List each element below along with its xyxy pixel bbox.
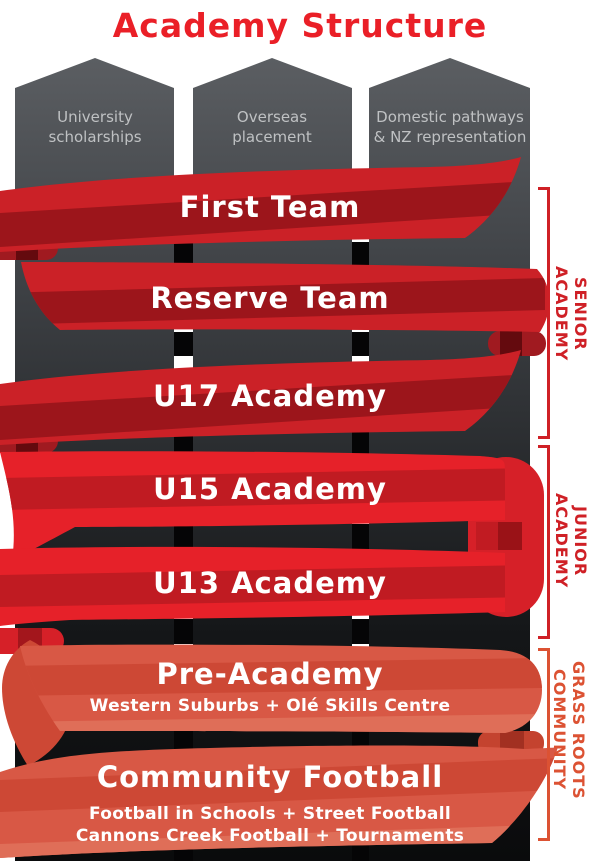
band-title-pre-academy: Pre-Academy bbox=[156, 657, 384, 691]
section-label-senior-academy: SENIOR ACADEMY bbox=[552, 266, 590, 362]
band-subtitle-community-1: Football in Schools + Street Football bbox=[89, 804, 451, 824]
band-title-u13-academy: U13 Academy bbox=[153, 566, 387, 600]
ribbon-band-u15-academy bbox=[0, 451, 505, 560]
band-title-community-football: Community Football bbox=[96, 760, 444, 794]
bracket-grass-roots bbox=[538, 648, 550, 841]
ribbon-band-first-team bbox=[0, 157, 521, 260]
band-title-reserve-team: Reserve Team bbox=[150, 281, 390, 315]
pillar-label-overseas-placement: Overseas placement bbox=[232, 108, 312, 146]
bracket-senior-academy bbox=[538, 187, 550, 439]
pillar-label-domestic-pathways: Domestic pathways & NZ representation bbox=[373, 108, 527, 146]
page-title: Academy Structure bbox=[112, 6, 488, 45]
band-subtitle-community-2: Cannons Creek Football + Tournaments bbox=[75, 826, 465, 846]
band-title-u15-academy: U15 Academy bbox=[153, 472, 387, 506]
bracket-junior-academy bbox=[538, 445, 550, 639]
section-label-junior-academy: JUNIOR ACADEMY bbox=[552, 493, 590, 589]
band-title-first-team: First Team bbox=[179, 190, 361, 224]
ribbon-band-u17-academy bbox=[0, 350, 521, 453]
band-subtitle-pre-academy: Western Suburbs + Olé Skills Centre bbox=[89, 696, 451, 716]
section-label-grass-roots-community: GRASS ROOTS COMMUNITY bbox=[550, 660, 588, 800]
ribbon-band-reserve-team bbox=[21, 262, 550, 356]
band-title-u17-academy: U17 Academy bbox=[153, 379, 387, 413]
pillar-label-university-scholarships: University scholarships bbox=[48, 108, 142, 146]
ribbon-band-u13-academy bbox=[0, 546, 505, 654]
ribbon-band-pre-academy bbox=[20, 644, 544, 755]
